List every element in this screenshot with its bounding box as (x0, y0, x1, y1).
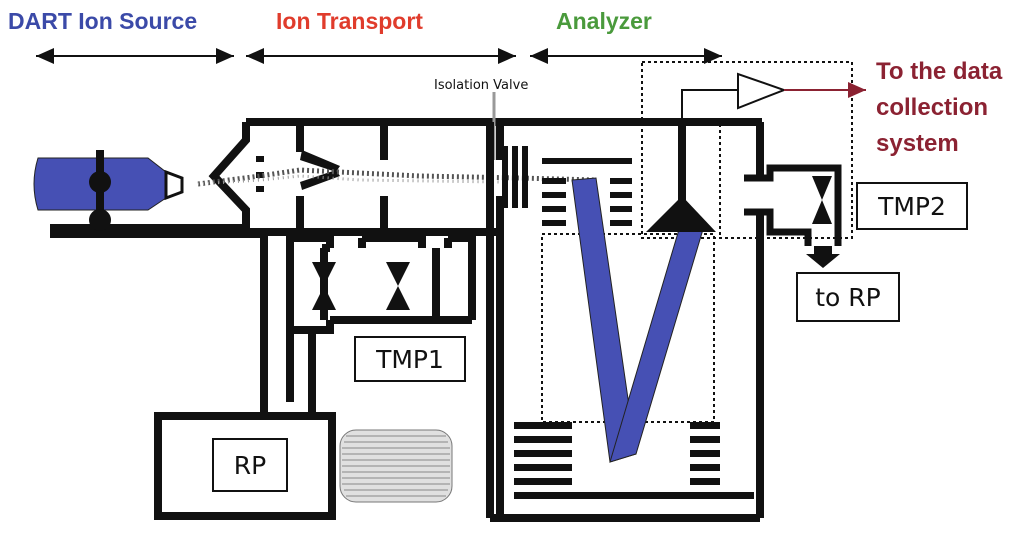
tmp2-label: TMP2 (856, 182, 968, 230)
tmp2-valve (812, 176, 832, 224)
ion-transport-title: Ion Transport (276, 8, 423, 34)
turbo-valve-1 (312, 262, 336, 310)
tmp2-down-arrow (806, 246, 840, 268)
signal-output (681, 72, 866, 124)
ion-optics (256, 150, 340, 192)
detector (646, 120, 716, 232)
pusher-plates (542, 158, 632, 226)
rp-label: RP (212, 438, 288, 492)
rotary-pump (154, 402, 453, 520)
dart-source-device (33, 150, 265, 238)
data-output-line-3: system (876, 130, 959, 157)
reflectron-electrodes (514, 422, 754, 499)
analyzer-chamber (486, 122, 764, 522)
tmp2-assembly (744, 164, 842, 246)
isolation-valve-label: Isolation Valve (434, 78, 529, 93)
tof-return-path (609, 225, 705, 463)
to-rp-label: to RP (796, 272, 900, 322)
data-output-line-1: To the data (876, 58, 1003, 85)
dart-ion-source-title: DART Ion Source (8, 8, 198, 34)
analyzer-title: Analyzer (556, 8, 652, 34)
tmp1-label: TMP1 (354, 336, 466, 382)
data-output-line-2: collection (876, 94, 989, 121)
data-output-label: To the data collection system (876, 54, 1002, 162)
turbo-valve-2 (386, 262, 410, 310)
